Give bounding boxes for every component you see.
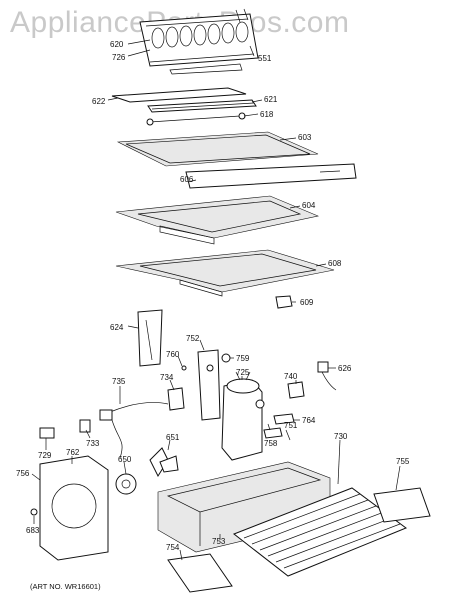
part-label: 754 xyxy=(166,543,180,552)
part-label: 624 xyxy=(110,323,124,332)
part-label: 622 xyxy=(92,97,106,106)
clip xyxy=(275,295,293,309)
air-duct xyxy=(185,163,357,189)
power-cord xyxy=(317,361,337,391)
part-label: 620 xyxy=(110,40,124,49)
screw-683 xyxy=(30,508,38,516)
part-label: 752 xyxy=(186,334,200,343)
part-label: 759 xyxy=(236,354,250,363)
divider-insulation xyxy=(115,249,335,297)
part-label: 618 xyxy=(260,110,274,119)
part-label: 734 xyxy=(160,373,174,382)
part-label: 762 xyxy=(66,448,80,457)
part-label: 751 xyxy=(284,421,298,430)
part-label: 551 xyxy=(258,54,272,63)
part-label: 758 xyxy=(264,439,278,448)
part-label: 756 xyxy=(16,469,30,478)
part-label: 735 xyxy=(112,377,126,386)
part-label: 650 xyxy=(118,455,132,464)
access-panel xyxy=(373,487,431,523)
drain-trough xyxy=(111,87,247,103)
part-label: 740 xyxy=(284,372,298,381)
part-label: 730 xyxy=(334,432,348,441)
grommet xyxy=(221,353,231,363)
wiring-harness xyxy=(99,402,169,459)
leader-lines xyxy=(31,39,401,561)
part-label: 755 xyxy=(396,457,410,466)
part-label: 621 xyxy=(264,95,278,104)
part-label: 604 xyxy=(302,201,316,210)
grommet-758 xyxy=(263,427,283,439)
overload-protector xyxy=(287,381,305,399)
part-label: 753 xyxy=(212,537,226,546)
condenser-fan xyxy=(115,447,179,495)
art-number: (ART NO. WR16601) xyxy=(30,582,101,591)
screw xyxy=(181,365,187,371)
heater-wire xyxy=(146,112,246,126)
defrost-heater xyxy=(147,99,257,113)
part-label: 764 xyxy=(302,416,316,425)
part-label: 606 xyxy=(180,175,194,184)
capacitor xyxy=(39,427,55,439)
part-label: 609 xyxy=(300,298,314,307)
mounting-bracket xyxy=(137,309,163,367)
freezer-floor xyxy=(115,195,320,245)
evaporator-cover xyxy=(116,131,319,167)
part-label: 729 xyxy=(38,451,52,460)
control-bracket xyxy=(197,349,221,421)
compressor xyxy=(221,371,265,461)
part-label: 760 xyxy=(166,350,180,359)
part-label: 726 xyxy=(112,53,126,62)
plug xyxy=(79,419,91,433)
gasket xyxy=(273,413,295,425)
part-label: 626 xyxy=(338,364,352,373)
part-label: 608 xyxy=(328,259,342,268)
part-labels: 620 726 551 622 621 618 603 606 604 608 … xyxy=(16,40,410,552)
part-label: 725 xyxy=(236,368,250,377)
part-label: 683 xyxy=(26,526,40,535)
evaporator-coil xyxy=(139,8,259,75)
cover-plate xyxy=(167,553,233,593)
condenser-coil xyxy=(232,487,408,577)
part-label: 603 xyxy=(298,133,312,142)
part-label: 733 xyxy=(86,439,100,448)
part-label: 651 xyxy=(166,433,180,442)
fan-shroud xyxy=(39,455,109,561)
relay xyxy=(167,387,185,411)
